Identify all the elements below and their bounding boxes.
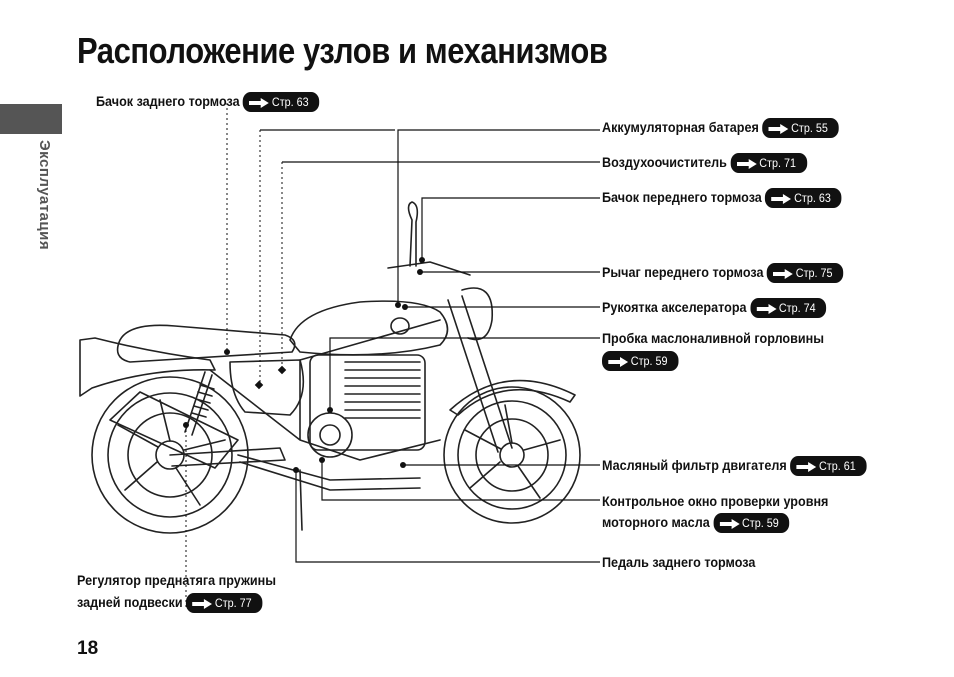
arrow-right-icon (192, 599, 213, 610)
callout-throttle-grip: Рукоятка акселератора Стр. 74 (602, 298, 827, 319)
arrow-right-icon (796, 462, 817, 473)
page-ref-badge[interactable]: Стр. 77 (186, 593, 263, 614)
callout-battery: Аккумуляторная батарея Стр. 55 (602, 118, 839, 139)
callout-label-line2: задней подвески (77, 594, 183, 610)
callout-label: Регулятор преднатяга пружины (77, 572, 277, 588)
arrow-right-icon (756, 304, 777, 315)
callout-air-cleaner: Воздухоочиститель Стр. 71 (602, 153, 807, 174)
arrow-right-icon (771, 194, 792, 205)
page-ref-badge[interactable]: Стр. 61 (790, 456, 867, 477)
page-ref-badge[interactable]: Стр. 59 (713, 513, 790, 534)
page-ref-badge[interactable]: Стр. 74 (750, 298, 827, 319)
callout-label: Воздухоочиститель (602, 154, 727, 170)
callout-oil-filler-cap: Пробка маслоналивной горловины Стр. 59 (602, 329, 824, 372)
callout-front-brake-reservoir: Бачок переднего тормоза Стр. 63 (602, 188, 842, 209)
page-title: Расположение узлов и механизмов (77, 30, 608, 71)
page-ref-badge[interactable]: Стр. 63 (243, 92, 320, 113)
callout-label-line2: моторного масла (602, 514, 710, 530)
callout-oil-level-window: Контрольное окно проверки уровня моторно… (602, 492, 829, 534)
section-tab (0, 104, 62, 134)
page-ref-badge[interactable]: Стр. 75 (766, 263, 844, 284)
callout-label: Контрольное окно проверки уровня (602, 493, 829, 509)
page-ref-badge[interactable]: Стр. 55 (762, 118, 839, 139)
page-number: 18 (77, 638, 99, 659)
page-ref-badge[interactable]: Стр. 63 (765, 188, 842, 209)
callout-label: Пробка маслоналивной горловины (602, 330, 824, 346)
section-tab-label: Эксплуатация (36, 140, 53, 251)
page-ref-badge[interactable]: Стр. 71 (730, 153, 807, 174)
callout-label: Рычаг переднего тормоза (602, 264, 764, 280)
callout-spring-preload: Регулятор преднатяга пружины задней подв… (77, 571, 277, 614)
callout-label: Аккумуляторная батарея (602, 119, 759, 135)
callout-rear-brake-pedal: Педаль заднего тормоза (602, 553, 755, 571)
callout-label: Бачок заднего тормоза (96, 93, 240, 109)
callout-label: Бачок переднего тормоза (602, 189, 762, 205)
arrow-right-icon (719, 519, 740, 530)
callout-label: Педаль заднего тормоза (602, 554, 756, 570)
arrow-right-icon (249, 98, 270, 109)
page-ref-badge[interactable]: Стр. 59 (602, 351, 679, 372)
callout-label: Рукоятка акселератора (602, 299, 747, 315)
callout-rear-brake-reservoir: Бачок заднего тормоза Стр. 63 (96, 92, 320, 113)
callout-oil-filter: Масляный фильтр двигателя Стр. 61 (602, 456, 867, 477)
arrow-right-icon (608, 357, 629, 368)
callout-front-brake-lever: Рычаг переднего тормоза Стр. 75 (602, 263, 844, 284)
callout-label: Масляный фильтр двигателя (602, 457, 787, 473)
arrow-right-icon (736, 159, 757, 170)
arrow-right-icon (773, 269, 794, 280)
arrow-right-icon (768, 124, 789, 135)
